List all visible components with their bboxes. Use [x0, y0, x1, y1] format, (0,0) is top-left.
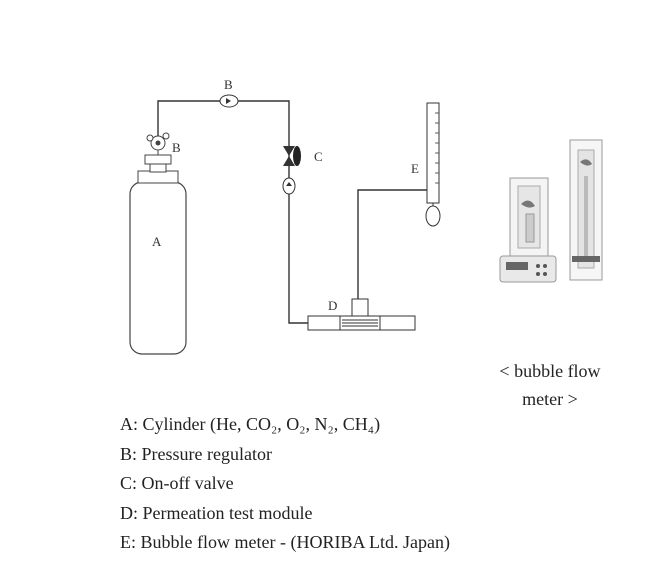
- permeation-test-module: [307, 298, 416, 331]
- legend-key: C:: [120, 473, 138, 493]
- bubble-flow-meter-photo: [499, 139, 603, 283]
- pressure-gauge-vertical: [282, 177, 296, 195]
- on-off-valve: [283, 146, 301, 166]
- label-a: A: [152, 234, 162, 249]
- legend-text: On-off valve: [141, 473, 234, 493]
- label-c: C: [314, 149, 323, 164]
- pressure-regulator: [144, 132, 172, 165]
- component-legend: A: Cylinder (He, CO₂, O₂, N₂, CH₄) B: Pr…: [120, 410, 450, 558]
- label-b-side: B: [172, 140, 181, 155]
- legend-key: B:: [120, 443, 138, 464]
- legend-item-d: D: Permeation test module: [120, 499, 450, 529]
- gas-cylinder: [129, 163, 187, 355]
- legend-text: Cylinder (He, CO₂, O₂, N₂, CH₄): [142, 414, 381, 434]
- legend-item-e: E: Bubble flow meter - (HORIBA Ltd. Japa…: [120, 528, 450, 558]
- photo-caption-line1: < bubble flow: [499, 361, 601, 381]
- legend-text: Permeation test module: [142, 502, 313, 523]
- label-b-top: B: [224, 77, 233, 92]
- photo-caption: < bubble flow meter >: [480, 357, 620, 413]
- gas-line: [157, 100, 308, 324]
- legend-item-b: B: Pressure regulator: [120, 440, 450, 470]
- permeate-line: [357, 189, 427, 299]
- legend-key: A:: [120, 414, 138, 434]
- label-e: E: [411, 161, 419, 176]
- legend-key: D:: [120, 502, 138, 523]
- pressure-gauge-top: [219, 94, 239, 108]
- legend-item-a: A: Cylinder (He, CO₂, O₂, N₂, CH₄): [120, 410, 450, 440]
- bubble-flow-meter: [425, 102, 441, 227]
- label-d: D: [328, 298, 337, 313]
- legend-text: Bubble flow meter - (HORIBA Ltd. Japan): [140, 532, 450, 552]
- legend-item-c: C: On-off valve: [120, 469, 450, 499]
- gas-permeation-setup-diagram: A B B C D E: [129, 77, 603, 355]
- legend-text: Pressure regulator: [141, 443, 272, 464]
- legend-key: E:: [120, 532, 136, 552]
- photo-caption-line2: meter >: [522, 389, 578, 409]
